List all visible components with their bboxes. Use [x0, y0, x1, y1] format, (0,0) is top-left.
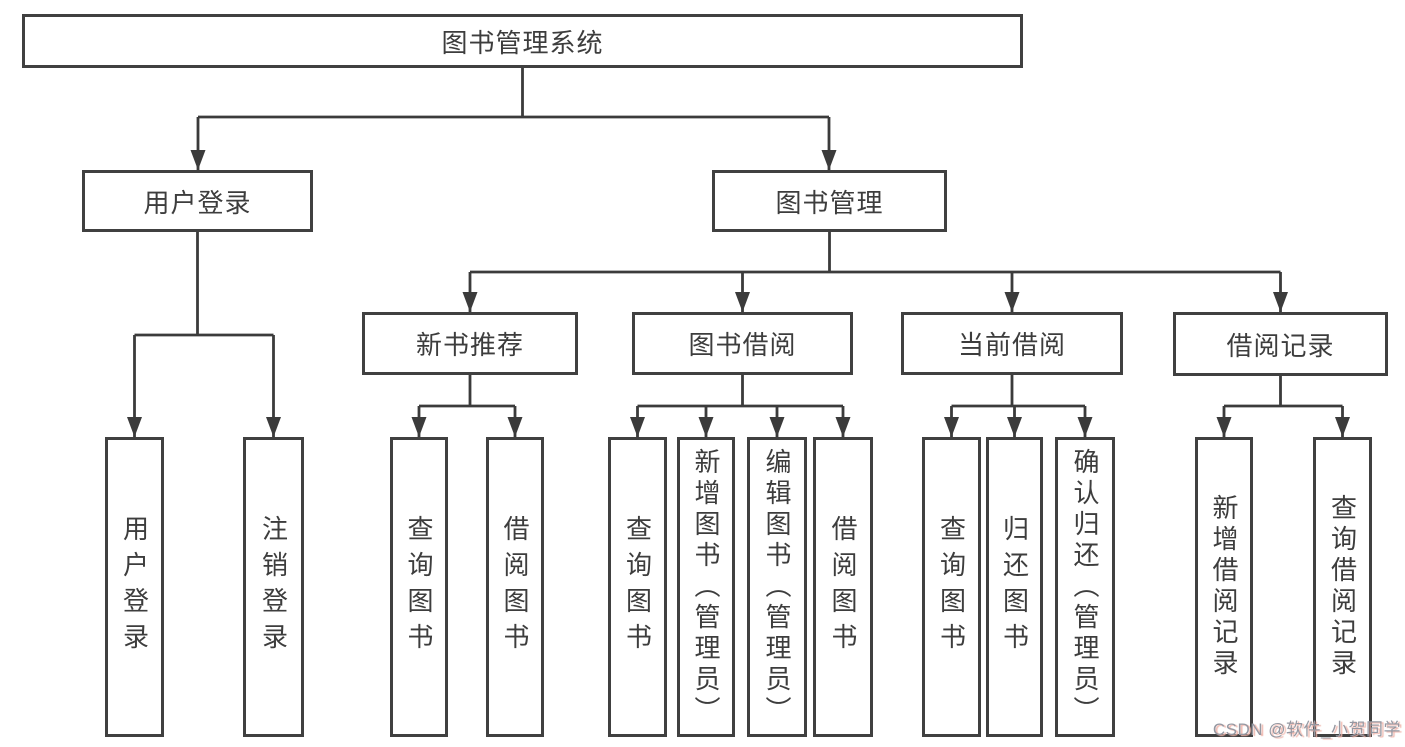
leaf-bb-edit-book-admin-label: 编辑图书（管理员） [762, 447, 792, 727]
leaf-nb-query-book-label: 查询图书 [404, 515, 434, 659]
leaf-cb-return-book-label: 归还图书 [999, 515, 1030, 659]
node-current-borrowing-label: 当前借阅 [957, 330, 1066, 360]
leaf-br-query-record: 查询借阅记录 [1313, 437, 1372, 737]
leaf-br-add-record: 新增借阅记录 [1195, 437, 1253, 737]
node-borrowing-records: 借阅记录 [1173, 312, 1388, 376]
node-book-management: 图书管理 [712, 170, 947, 232]
leaf-logout: 注销登录 [243, 437, 304, 737]
node-new-book-recommend-label: 新书推荐 [415, 330, 524, 360]
node-book-borrowing: 图书借阅 [632, 312, 853, 375]
leaf-bb-add-book-admin: 新增图书（管理员） [677, 437, 735, 737]
leaf-br-query-record-label: 查询借阅记录 [1327, 494, 1358, 680]
leaf-nb-borrow-book-label: 借阅图书 [500, 515, 530, 659]
leaf-cb-query-book-label: 查询图书 [936, 515, 967, 659]
leaf-bb-borrow-book: 借阅图书 [813, 437, 873, 737]
leaf-cb-query-book: 查询图书 [922, 437, 981, 737]
leaf-logout-label: 注销登录 [258, 515, 289, 659]
leaf-cb-confirm-return-admin: 确认归还（管理员） [1055, 437, 1115, 737]
node-book-borrowing-label: 图书借阅 [688, 330, 797, 360]
node-new-book-recommend: 新书推荐 [362, 312, 578, 375]
node-book-management-label: 图书管理 [775, 187, 884, 218]
node-user-login-label: 用户登录 [143, 187, 252, 218]
node-library-system: 图书管理系统 [22, 14, 1023, 68]
node-borrowing-records-label: 借阅记录 [1226, 330, 1335, 361]
leaf-user-login: 用户登录 [105, 437, 164, 737]
leaf-bb-edit-book-admin: 编辑图书（管理员） [747, 437, 807, 737]
leaf-bb-query-book: 查询图书 [608, 437, 667, 737]
node-current-borrowing: 当前借阅 [901, 312, 1123, 375]
leaf-cb-return-book: 归还图书 [986, 437, 1043, 737]
leaf-cb-confirm-return-admin-label: 确认归还（管理员） [1070, 447, 1100, 727]
leaf-user-login-label: 用户登录 [119, 515, 150, 659]
node-user-login: 用户登录 [82, 170, 313, 232]
leaf-nb-query-book: 查询图书 [390, 437, 448, 737]
leaf-bb-add-book-admin-label: 新增图书（管理员） [691, 447, 721, 727]
leaf-nb-borrow-book: 借阅图书 [486, 437, 544, 737]
leaf-br-add-record-label: 新增借阅记录 [1209, 494, 1239, 680]
leaf-bb-borrow-book-label: 借阅图书 [828, 515, 858, 659]
node-library-system-label: 图书管理系统 [441, 27, 604, 58]
leaf-bb-query-book-label: 查询图书 [622, 515, 653, 659]
csdn-watermark: CSDN @软件_小贺同学 [1212, 720, 1401, 739]
